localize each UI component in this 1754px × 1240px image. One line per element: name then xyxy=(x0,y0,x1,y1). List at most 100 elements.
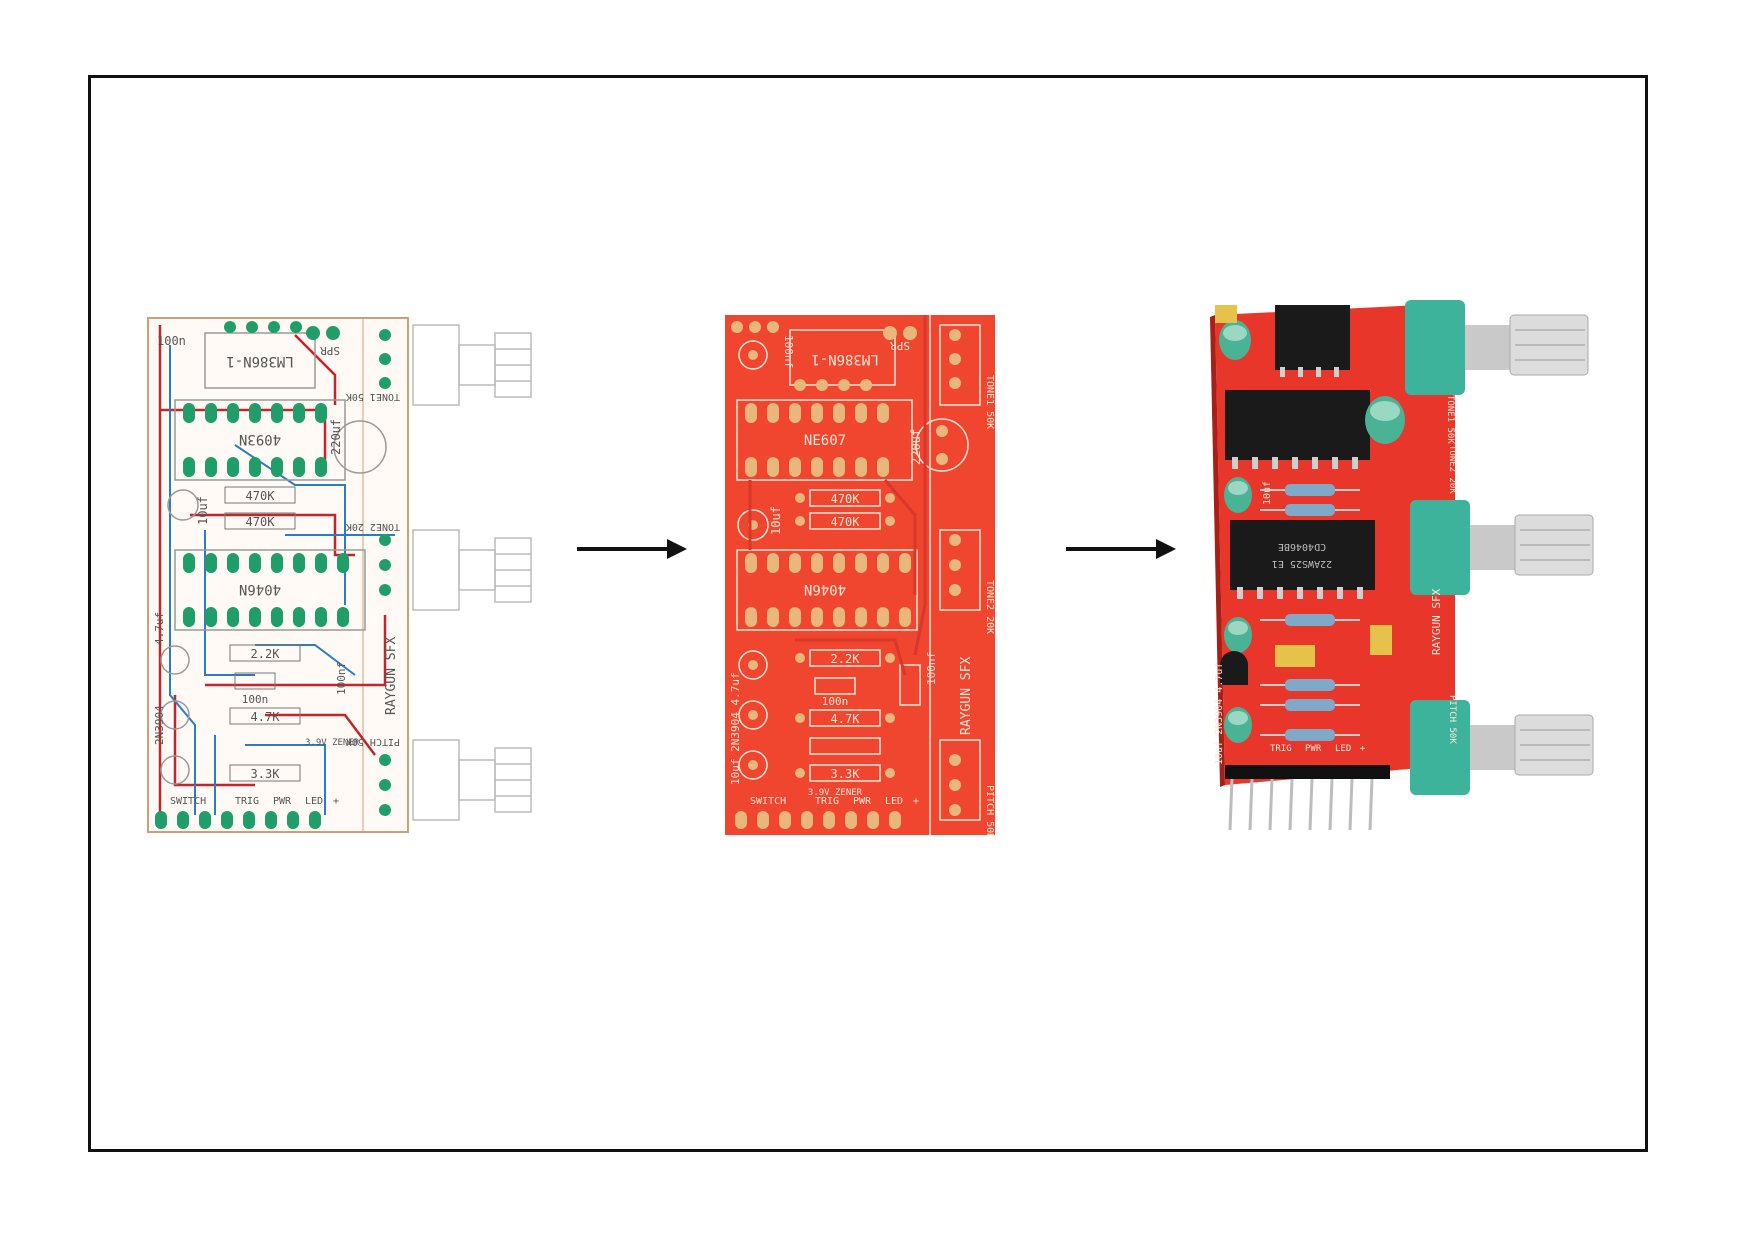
cap-100n-top: 100n xyxy=(157,334,186,348)
ic-footprint-mid: 4093N xyxy=(174,399,346,481)
traces-blue xyxy=(169,345,395,815)
pitch-label: PITCH 50K xyxy=(1447,695,1457,744)
tone1-label: TONE1 50K xyxy=(1445,395,1455,444)
pitch-label: PITCH 50K xyxy=(346,736,400,747)
pin-labels: SWITCH TRIG PWR LED + xyxy=(170,796,339,807)
arrow-1 xyxy=(577,539,687,559)
resistor-3-3k: 3.3K xyxy=(229,764,301,782)
electrolytic-caps xyxy=(1219,320,1405,743)
tone1-label: TONE1 50K xyxy=(984,375,995,429)
pin-label-led: LED xyxy=(305,796,323,807)
resistor-3-3k-label: 3.3K xyxy=(251,767,281,781)
spr-label: SPR xyxy=(890,339,910,352)
cap-small-left xyxy=(160,645,190,785)
pot-tone1 xyxy=(1405,300,1589,395)
cap-10uf-label: 10uf xyxy=(769,506,783,535)
cap-100n-mid-label: 100n xyxy=(822,695,849,708)
header-pads xyxy=(155,811,321,829)
pot-tone1 xyxy=(412,324,532,406)
cap-100n-side-label: 100nf xyxy=(335,662,348,695)
resistors xyxy=(1260,484,1360,741)
copper-traces xyxy=(748,315,927,676)
cap-220u: 220uf xyxy=(329,419,387,474)
tone1-label: TONE1 50K xyxy=(346,391,400,402)
brand-label: RAYGUN SFX xyxy=(384,637,399,715)
resistor-2-2k: 2.2K xyxy=(229,644,301,662)
cap-10uf: 10uf xyxy=(167,489,210,525)
zener-label: 3.9V ZENER xyxy=(305,738,360,748)
cap-100n-side-label: 100nf xyxy=(925,652,938,685)
pot-pitch xyxy=(412,739,532,821)
ic-footprint-top: LM386N-1 xyxy=(204,332,316,389)
ic-mid-label: NE607 xyxy=(804,433,846,449)
pin-label-led: LED xyxy=(885,796,903,807)
transistor xyxy=(1220,651,1248,685)
ic-4093 xyxy=(1225,390,1370,469)
pin-label-switch: SWITCH xyxy=(750,796,786,807)
ic-top-label: LM386N-1 xyxy=(226,353,293,369)
arrow-2 xyxy=(1066,539,1176,559)
cap-100n-mid-label: 100n xyxy=(242,693,269,706)
pcb-substrate xyxy=(725,315,995,835)
cap-100n-top-label: 100nf xyxy=(782,335,795,368)
ic-bot-label: 4046N xyxy=(804,581,846,597)
left-label: 10uf 2N3904 4.7uf xyxy=(1214,663,1225,765)
assembled-board-panel: CD4046BE 22AWS25 E1 RAYGUN SFX TONE1 50K… xyxy=(1210,295,1610,840)
resistor-470k-a-label: 470K xyxy=(246,489,276,503)
pin-label-plus: + xyxy=(1360,744,1366,754)
ic-lm386 xyxy=(1275,305,1350,377)
header-pins xyxy=(1225,765,1390,831)
tone2-label: TONE2 20K xyxy=(1447,445,1457,494)
ic-bot-label: 4046N xyxy=(239,581,281,597)
resistor-4-7k-label: 4.7K xyxy=(831,712,861,726)
cap47-label: 4.7uf xyxy=(153,612,166,645)
pin-label-pwr: PWR xyxy=(273,796,292,807)
pot-tone2 xyxy=(1410,500,1594,595)
resistor-470k-b-label: 470K xyxy=(246,515,276,529)
copper-pads xyxy=(731,321,961,829)
resistor-4-7k: 4.7K xyxy=(229,707,301,725)
resistor-2-2k-label: 2.2K xyxy=(251,647,281,661)
cap-100n-side: 100nf xyxy=(335,662,348,695)
ic-mid-label: 4093N xyxy=(239,431,281,447)
brand-label: RAYGUN SFX xyxy=(1430,588,1443,655)
spr-label: SPR xyxy=(320,344,340,357)
tone2-label: TONE2 20K xyxy=(984,580,995,634)
resistor-470k-b-label: 470K xyxy=(831,515,861,529)
tone2-label: TONE2 20K xyxy=(346,521,400,532)
pitch-label: PITCH 50K xyxy=(984,785,995,835)
pin-label-plus: + xyxy=(333,796,339,807)
cap-220u-label: 220uf xyxy=(329,419,343,455)
pcb-layout-drawing: LM386N-1 4093N 4046N 220uf 10uf 470K 470… xyxy=(147,317,532,833)
resistor-3-3k-label: 3.3K xyxy=(831,767,861,781)
pot-pitch xyxy=(1410,700,1594,795)
pcb-layout-panel: LM386N-1 4093N 4046N 220uf 10uf 470K 470… xyxy=(145,315,545,835)
pin-label-trig: TRIG xyxy=(235,796,259,807)
resistor-470k-a: 470K xyxy=(224,486,296,504)
pin-label-pwr: PWR xyxy=(1305,744,1322,754)
ic-footprint-bot: 4046N xyxy=(174,549,366,631)
ic-chip-code: 22AWS25 E1 xyxy=(1272,558,1332,569)
assembled-board-photo: CD4046BE 22AWS25 E1 RAYGUN SFX TONE1 50K… xyxy=(1210,300,1594,831)
transistor-label: 2N3904 xyxy=(153,705,166,745)
silk-labels: LM386N-1 NE607 4046N 100nf 220uf 10uf 47… xyxy=(729,335,995,839)
bare-pcb-drawing: LM386N-1 NE607 4046N 100nf 220uf 10uf 47… xyxy=(725,315,995,839)
cap-10uf-label: 10uf xyxy=(196,496,210,525)
film-caps xyxy=(1215,305,1392,667)
cap-100n-mid: 100n xyxy=(234,672,276,706)
ic-cd4046: CD4046BE 22AWS25 E1 xyxy=(1230,520,1375,599)
zener-label: 3.9V ZENER xyxy=(808,788,863,798)
brand-label: RAYGUN SFX xyxy=(959,657,974,735)
resistor-470k-b: 470K xyxy=(224,512,296,530)
ic-pads xyxy=(183,321,391,816)
bottom-left-label: 10uf 2N3904 4.7uf xyxy=(729,672,742,785)
cap-100n-top-label: 100n xyxy=(157,334,186,348)
pin-label-trig: TRIG xyxy=(1270,744,1292,754)
bare-pcb-panel: LM386N-1 NE607 4046N 100nf 220uf 10uf 47… xyxy=(725,315,1000,839)
ic-top-label: LM386N-1 xyxy=(811,351,878,367)
pot-tone2 xyxy=(412,529,532,611)
pin-label-switch: SWITCH xyxy=(170,796,206,807)
resistor-470k-a-label: 470K xyxy=(831,492,861,506)
pin-label-led: LED xyxy=(1335,744,1351,754)
resistor-4-7k-label: 4.7K xyxy=(251,710,281,724)
